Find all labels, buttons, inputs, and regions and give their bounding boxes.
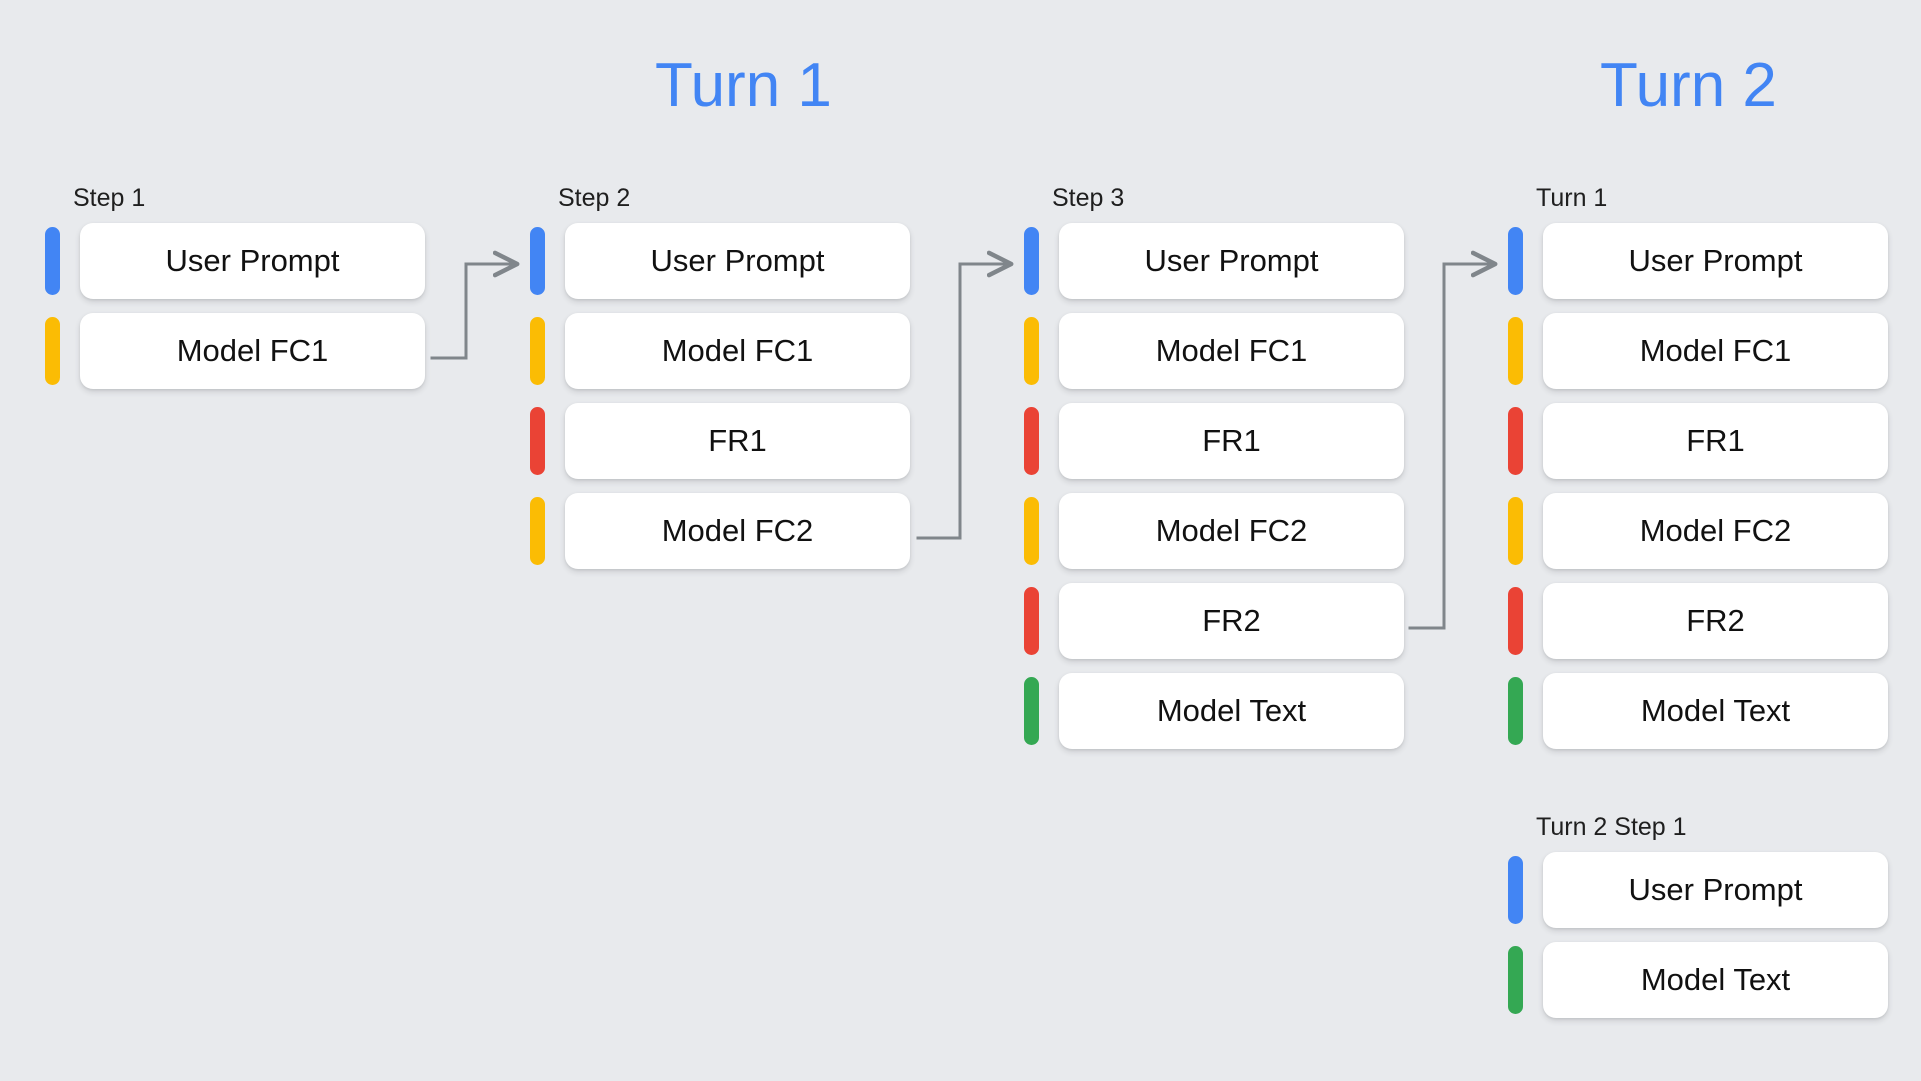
card-model-fc1[interactable]: Model FC1 bbox=[565, 313, 910, 389]
row-user-prompt[interactable]: User Prompt bbox=[45, 223, 425, 299]
card-model-text[interactable]: Model Text bbox=[1059, 673, 1404, 749]
card-model-text[interactable]: Model Text bbox=[1543, 942, 1888, 1018]
card-fr1[interactable]: FR1 bbox=[1059, 403, 1404, 479]
status-bar-blue bbox=[1024, 227, 1039, 295]
row-model-fc1[interactable]: Model FC1 bbox=[45, 313, 425, 389]
card-model-fc1[interactable]: Model FC1 bbox=[1059, 313, 1404, 389]
column-step-1: Step 1 User Prompt Model FC1 bbox=[45, 183, 425, 389]
status-bar-yellow bbox=[1024, 317, 1039, 385]
row-fr1[interactable]: FR1 bbox=[1508, 403, 1888, 479]
card-model-fc2[interactable]: Model FC2 bbox=[1543, 493, 1888, 569]
status-bar-red bbox=[1024, 587, 1039, 655]
status-bar-yellow bbox=[530, 317, 545, 385]
status-bar-yellow bbox=[1024, 497, 1039, 565]
column-step-3: Step 3 User Prompt Model FC1 FR1 Model F… bbox=[1024, 183, 1404, 749]
turn-1-title: Turn 1 bbox=[655, 51, 832, 120]
card-user-prompt[interactable]: User Prompt bbox=[1543, 223, 1888, 299]
column-label-turn-2-step-1: Turn 2 Step 1 bbox=[1536, 813, 1687, 841]
card-fr1[interactable]: FR1 bbox=[565, 403, 910, 479]
card-model-fc2[interactable]: Model FC2 bbox=[565, 493, 910, 569]
row-model-fc1[interactable]: Model FC1 bbox=[530, 313, 910, 389]
status-bar-red bbox=[1024, 407, 1039, 475]
column-label-turn-1: Turn 1 bbox=[1536, 184, 1608, 212]
connector-step2-to-step3 bbox=[916, 264, 1010, 540]
column-rows-turn-2-step-1: User Prompt Model Text bbox=[1508, 852, 1888, 1018]
row-model-fc2[interactable]: Model FC2 bbox=[1508, 493, 1888, 569]
row-fr1[interactable]: FR1 bbox=[1024, 403, 1404, 479]
connector-step3-to-turn1 bbox=[1408, 264, 1494, 630]
row-user-prompt[interactable]: User Prompt bbox=[1508, 223, 1888, 299]
row-model-text[interactable]: Model Text bbox=[1508, 942, 1888, 1018]
card-fr2[interactable]: FR2 bbox=[1543, 583, 1888, 659]
column-label-step-3: Step 3 bbox=[1052, 184, 1125, 212]
row-fr2[interactable]: FR2 bbox=[1024, 583, 1404, 659]
card-user-prompt[interactable]: User Prompt bbox=[1543, 852, 1888, 928]
status-bar-yellow bbox=[530, 497, 545, 565]
row-user-prompt[interactable]: User Prompt bbox=[1024, 223, 1404, 299]
status-bar-blue bbox=[1508, 227, 1523, 295]
status-bar-blue bbox=[45, 227, 60, 295]
card-user-prompt[interactable]: User Prompt bbox=[1059, 223, 1404, 299]
card-model-text[interactable]: Model Text bbox=[1543, 673, 1888, 749]
row-model-text[interactable]: Model Text bbox=[1024, 673, 1404, 749]
status-bar-green bbox=[1508, 677, 1523, 745]
row-model-fc1[interactable]: Model FC1 bbox=[1024, 313, 1404, 389]
card-fr2[interactable]: FR2 bbox=[1059, 583, 1404, 659]
column-turn-2-step-1: Turn 2 Step 1 User Prompt Model Text bbox=[1508, 812, 1888, 1018]
status-bar-red bbox=[1508, 587, 1523, 655]
row-fr2[interactable]: FR2 bbox=[1508, 583, 1888, 659]
row-model-fc1[interactable]: Model FC1 bbox=[1508, 313, 1888, 389]
card-user-prompt[interactable]: User Prompt bbox=[565, 223, 910, 299]
row-model-text[interactable]: Model Text bbox=[1508, 673, 1888, 749]
row-model-fc2[interactable]: Model FC2 bbox=[530, 493, 910, 569]
card-model-fc2[interactable]: Model FC2 bbox=[1059, 493, 1404, 569]
status-bar-red bbox=[1508, 407, 1523, 475]
status-bar-blue bbox=[1508, 856, 1523, 924]
column-label-step-1: Step 1 bbox=[73, 184, 146, 212]
status-bar-yellow bbox=[1508, 317, 1523, 385]
column-rows-step-2: User Prompt Model FC1 FR1 Model FC2 bbox=[530, 223, 910, 569]
row-user-prompt[interactable]: User Prompt bbox=[530, 223, 910, 299]
status-bar-green bbox=[1024, 677, 1039, 745]
row-user-prompt[interactable]: User Prompt bbox=[1508, 852, 1888, 928]
card-model-fc1[interactable]: Model FC1 bbox=[1543, 313, 1888, 389]
status-bar-blue bbox=[530, 227, 545, 295]
connector-step1-to-step2 bbox=[430, 264, 516, 360]
column-rows-step-1: User Prompt Model FC1 bbox=[45, 223, 425, 389]
card-fr1[interactable]: FR1 bbox=[1543, 403, 1888, 479]
turn-2-title: Turn 2 bbox=[1600, 51, 1777, 120]
row-fr1[interactable]: FR1 bbox=[530, 403, 910, 479]
card-model-fc1[interactable]: Model FC1 bbox=[80, 313, 425, 389]
column-step-2: Step 2 User Prompt Model FC1 FR1 Model F… bbox=[530, 183, 910, 569]
column-label-step-2: Step 2 bbox=[558, 184, 631, 212]
status-bar-red bbox=[530, 407, 545, 475]
status-bar-yellow bbox=[45, 317, 60, 385]
column-rows-turn-1: User Prompt Model FC1 FR1 Model FC2 FR2 bbox=[1508, 223, 1888, 749]
status-bar-green bbox=[1508, 946, 1523, 1014]
status-bar-yellow bbox=[1508, 497, 1523, 565]
row-model-fc2[interactable]: Model FC2 bbox=[1024, 493, 1404, 569]
column-turn-1: Turn 1 User Prompt Model FC1 FR1 Model F… bbox=[1508, 183, 1888, 749]
card-user-prompt[interactable]: User Prompt bbox=[80, 223, 425, 299]
column-rows-step-3: User Prompt Model FC1 FR1 Model FC2 FR2 bbox=[1024, 223, 1404, 749]
